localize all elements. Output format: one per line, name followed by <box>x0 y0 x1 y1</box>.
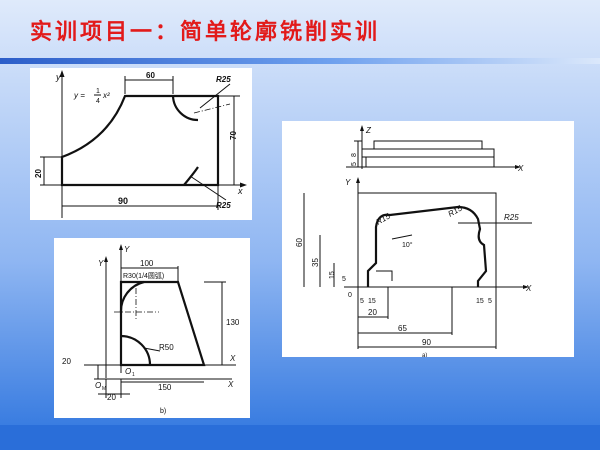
centerline-top <box>193 103 231 114</box>
arc-r50 <box>120 334 152 366</box>
dim-100: 100 <box>140 259 154 268</box>
origin-o1: O <box>125 367 131 376</box>
leader-r25-bottom <box>189 175 227 201</box>
origin-o: O <box>95 381 101 390</box>
dim-0: 0 <box>348 292 352 299</box>
dim-20: 20 <box>34 169 43 178</box>
dim-8: 8 <box>351 153 358 157</box>
dim-r15-left: R15 <box>375 211 393 226</box>
y-axis-arrow-icon <box>59 70 65 77</box>
z-axis-arrow-icon <box>360 125 364 131</box>
axis-y-label: y <box>55 72 61 82</box>
dim-150: 150 <box>158 383 172 392</box>
angle-leader <box>391 234 413 240</box>
stock-outline <box>357 192 497 288</box>
dim-r25-bottom: R25 <box>216 201 231 210</box>
dim-20-bottom: 20 <box>107 393 116 402</box>
figure-caption-a: a) <box>422 353 427 357</box>
side-view-pocket <box>373 140 483 150</box>
dim-15-a: 15 <box>368 298 376 305</box>
axis-x1-label: X <box>229 354 236 363</box>
axis-x-top-label: X <box>517 164 524 173</box>
dim-35: 35 <box>311 258 320 267</box>
axis-x-label: X <box>227 380 234 389</box>
dim-5-side: 5 <box>351 162 358 166</box>
dim-15-left: 15 <box>329 271 336 279</box>
x-axis-arrow-icon <box>523 285 529 289</box>
equation-denominator: 4 <box>96 98 100 105</box>
dim-90: 90 <box>118 196 128 206</box>
axis-y-label: Y <box>98 259 104 268</box>
drawing-pocket: Z X 8 5 Y X R15 R15 R25 10° 60 35 15 5 0… <box>295 125 532 357</box>
side-view-block <box>361 148 495 168</box>
dim-130: 130 <box>226 318 240 327</box>
pocket-inner-step <box>376 270 393 281</box>
y-axis-arrow-icon <box>356 177 360 183</box>
dim-r50: R50 <box>159 343 174 352</box>
arc-r25-top <box>171 95 199 122</box>
y1-axis-arrow-icon <box>119 244 123 250</box>
dim-r15-right: R15 <box>447 203 465 218</box>
arc-r30 <box>119 280 145 313</box>
axis-x-label: x <box>237 186 243 196</box>
title-divider <box>0 58 600 64</box>
x-axis-arrow-icon <box>240 182 247 188</box>
dim-90: 90 <box>422 338 431 347</box>
origin-o1-sub: 1 <box>132 372 135 378</box>
equation-rhs: x² <box>102 91 110 100</box>
dim-15-b: 15 <box>476 298 484 305</box>
axis-z-label: Z <box>365 126 372 135</box>
dim-5-b: 5 <box>488 298 492 305</box>
slide-title: 实训项目一：简单轮廓铣削实训 <box>30 20 381 45</box>
leader-r25-top <box>199 83 231 109</box>
equation-lhs: y = <box>73 91 85 100</box>
dim-5-a: 5 <box>360 298 364 305</box>
dim-r25: R25 <box>504 213 519 222</box>
drawing-panel-pocket: Z X 8 5 Y X R15 R15 R25 10° 60 35 15 5 0… <box>282 121 574 357</box>
y-axis-arrow-icon <box>104 256 108 262</box>
equation-numerator: 1 <box>96 88 100 95</box>
arc-r25-bottom <box>183 166 199 186</box>
dim-20: 20 <box>368 308 377 317</box>
dim-60: 60 <box>295 238 304 247</box>
axis-x-label: X <box>525 284 532 293</box>
leader-r50 <box>143 347 161 352</box>
drawing-panel-parabola-contour: y x y = 1 4 x² 60 R25 70 20 90 R25 <box>30 68 252 220</box>
axis-y-label: Y <box>345 178 351 187</box>
figure-caption-b: b) <box>160 408 166 415</box>
dim-10deg: 10° <box>402 241 413 249</box>
dim-5-left: 5 <box>342 276 346 283</box>
dim-70: 70 <box>229 131 238 140</box>
x-axis-top-arrow-icon <box>515 165 521 169</box>
dim-r25-top: R25 <box>216 75 231 84</box>
drawing-panel-b: Y Y X X 100 R30(1/4圆弧) 130 R50 20 O 1 O … <box>54 238 250 418</box>
pocket-outline <box>366 205 488 287</box>
dim-20-left: 20 <box>62 357 71 366</box>
footer-band <box>0 425 600 450</box>
dim-65: 65 <box>398 324 407 333</box>
drawing-parabola-contour: y x y = 1 4 x² 60 R25 70 20 90 R25 <box>34 70 247 218</box>
part-outline <box>119 280 206 367</box>
dim-60: 60 <box>146 71 155 80</box>
part-outline <box>60 94 220 187</box>
dim-r30: R30(1/4圆弧) <box>123 271 164 280</box>
drawing-b: Y Y X X 100 R30(1/4圆弧) 130 R50 20 O 1 O … <box>62 244 240 415</box>
origin-o-sub: M <box>102 386 106 392</box>
axis-y1-label: Y <box>124 245 130 254</box>
